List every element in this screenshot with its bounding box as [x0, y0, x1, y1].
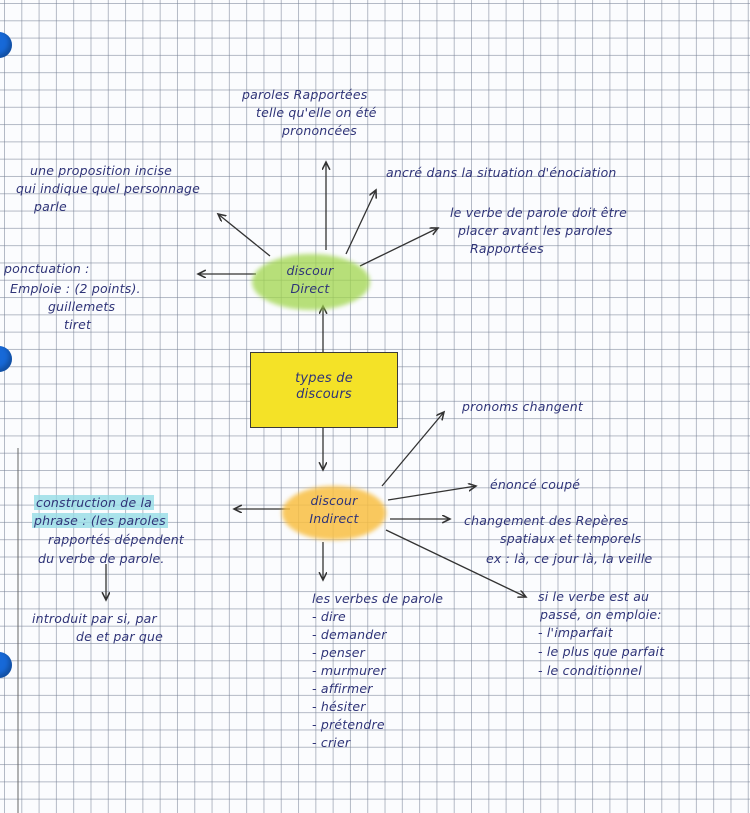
direct-ponctuation-line3: guillemets: [48, 299, 116, 314]
indirect-siverbe-line1: si le verbe est au: [538, 589, 650, 604]
construction-text-2: phrase : (les paroles: [32, 513, 168, 528]
central-topic-line1: types de: [295, 371, 353, 386]
indirect-verbe-item: - murmurer: [312, 663, 386, 678]
binder-hole: [0, 652, 12, 678]
indirect-changement-line1: changement des Repères: [464, 513, 629, 528]
direct-ponctuation-line4: tiret: [64, 317, 92, 332]
indirect-construction-line4: du verbe de parole.: [38, 551, 165, 566]
indirect-verbe-item: - hésiter: [312, 699, 366, 714]
binder-hole: [0, 32, 12, 58]
direct-incise-line1: une proposition incise: [30, 163, 173, 178]
direct-ponctuation-line1: ponctuation :: [4, 261, 90, 276]
indirect-verbe-item: - dire: [312, 609, 346, 624]
indirect-node-line1: discour: [310, 493, 358, 508]
indirect-changement-line3: ex : là, ce jour là, la veille: [486, 551, 653, 566]
direct-verbe-line3: Rapportées: [470, 241, 544, 256]
direct-highlight: [252, 254, 370, 310]
indirect-highlight: [282, 486, 386, 540]
direct-paroles-line2: telle qu'elle on été: [256, 105, 377, 120]
indirect-verbe-item: - crier: [312, 735, 351, 750]
direct-paroles-line1: paroles Rapportées: [242, 87, 368, 102]
central-topic-line2: discours: [296, 387, 352, 402]
indirect-pronoms-text: pronoms changent: [462, 399, 583, 414]
indirect-introduit-line2: de et par que: [76, 629, 164, 644]
indirect-verbe-item: - demander: [312, 627, 387, 642]
indirect-enonce-text: énoncé coupé: [490, 477, 581, 492]
direct-node-line1: discour: [286, 263, 334, 278]
construction-text-1: construction de la: [34, 495, 155, 510]
direct-node-line2: Direct: [290, 281, 330, 296]
indirect-construction-line3: rapportés dépendent: [48, 532, 184, 547]
indirect-siverbe-line3: - l'imparfait: [538, 625, 613, 640]
indirect-changement-line2: spatiaux et temporels: [500, 531, 642, 546]
indirect-siverbe-line2: passé, on emploie:: [540, 607, 662, 622]
direct-ancre-text: ancré dans la situation d'énociation: [386, 165, 617, 180]
direct-verbe-line2: placer avant les paroles: [458, 223, 613, 238]
indirect-verbe-item: - affirmer: [312, 681, 373, 696]
indirect-node-line2: Indirect: [309, 511, 359, 526]
indirect-introduit-line1: introduit par si, par: [32, 611, 157, 626]
indirect-construction-line2: phrase : (les paroles: [32, 513, 168, 528]
indirect-verbes-title: les verbes de parole: [312, 591, 444, 606]
direct-ponctuation-line2: Emploie : (2 points).: [10, 281, 141, 296]
direct-incise-line3: parle: [34, 199, 67, 214]
direct-paroles-line3: prononcées: [282, 123, 357, 138]
indirect-siverbe-line4: - le plus que parfait: [538, 644, 665, 659]
indirect-construction-line1: construction de la: [34, 495, 155, 510]
indirect-siverbe-line5: - le conditionnel: [538, 663, 642, 678]
indirect-verbe-item: - prétendre: [312, 717, 385, 732]
central-topic-box: types de discours: [250, 352, 398, 428]
binder-hole: [0, 346, 12, 372]
indirect-verbe-item: - penser: [312, 645, 365, 660]
direct-verbe-line1: le verbe de parole doit être: [450, 205, 628, 220]
direct-incise-line2: qui indique quel personnage: [16, 181, 201, 196]
